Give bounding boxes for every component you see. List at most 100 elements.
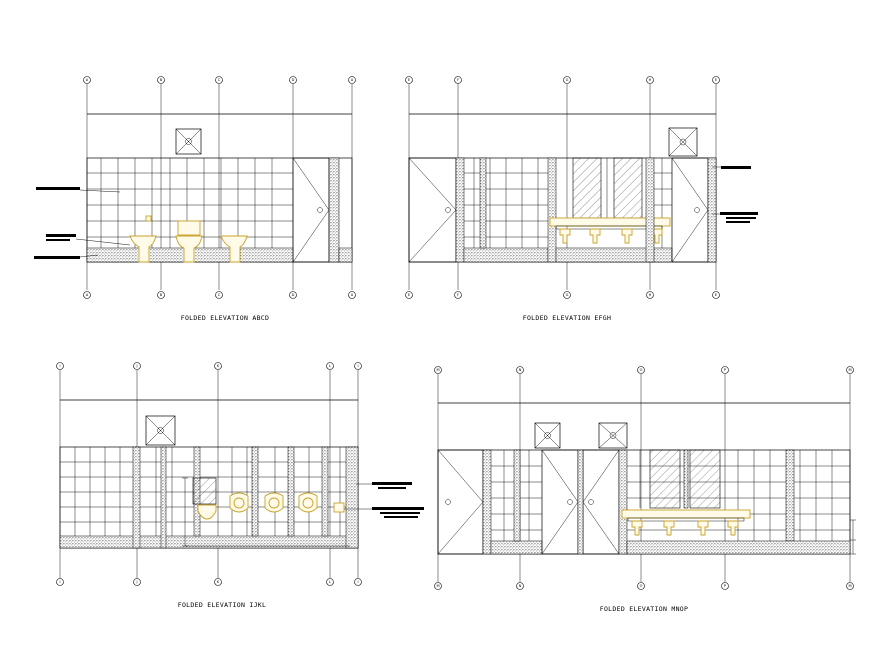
elevation-mnop: M N O P M M N O P M — [434, 366, 856, 613]
dado-band — [490, 540, 543, 555]
elevation-efgh: E F G H E E F G H E — [405, 76, 758, 322]
grid-bubble-label: G — [566, 293, 569, 297]
grid-bubble-label: J — [135, 364, 137, 368]
grid-bubble-label: F — [457, 78, 459, 82]
grid-bubble-label: N — [519, 584, 522, 588]
wall-strip — [479, 157, 487, 249]
elevation-title: FOLDED ELEVATION IJKL — [178, 601, 266, 609]
grid-bubble-label: M — [436, 584, 439, 588]
wall-column — [132, 446, 141, 549]
elevation-title: FOLDED ELEVATION EFGH — [523, 314, 611, 322]
soap-dispenser-icon — [333, 502, 345, 513]
grid-bubbles-abcd: A B C D A A B C D A — [83, 76, 356, 299]
vanity-counter-icon — [549, 217, 671, 244]
grid-bubbles-ijkl: I J K L I I J K L I — [56, 362, 362, 586]
grid-bubble-label: G — [566, 78, 569, 82]
door-icon — [582, 449, 620, 555]
grid-bubble-label: E — [408, 293, 411, 297]
wall-column — [455, 157, 465, 263]
exhaust-fan-icon — [145, 415, 176, 446]
wall-column — [160, 446, 167, 549]
grid-bubble-label: K — [217, 364, 220, 368]
grid-bubble-label: A — [86, 293, 89, 297]
water-closet-icon — [175, 220, 203, 263]
dado-band — [626, 540, 851, 555]
grid-bubble-label: I — [357, 364, 358, 368]
grid-bubble-label: O — [640, 584, 643, 588]
elevation-abcd: A B C D A A B C D A — [34, 76, 356, 322]
wall-strip — [287, 446, 295, 537]
wall-strip — [513, 449, 521, 542]
grid-bubble-label: E — [715, 78, 718, 82]
grid-bubble-label: F — [457, 293, 459, 297]
exhaust-fan-icon — [598, 422, 628, 449]
grid-bubble-label: A — [86, 78, 89, 82]
wall-tiles — [464, 158, 672, 248]
annotation-leaders — [34, 187, 131, 259]
grid-bubble-label: I — [59, 364, 60, 368]
wall-column — [577, 449, 584, 555]
vanity-counter-icon — [621, 509, 751, 536]
door-icon — [408, 157, 457, 263]
grid-bubbles-mnop: M N O P M M N O P M — [434, 366, 854, 590]
elevation-ijkl: I J K L I I J K L I — [56, 362, 424, 609]
exhaust-fan-icon — [175, 128, 202, 155]
urinal-icon — [298, 492, 318, 513]
urinal-icon — [264, 492, 284, 513]
grid-bubble-label: C — [218, 293, 221, 297]
mirror-icon — [649, 449, 721, 509]
mirror-divider — [683, 449, 689, 509]
dado-band — [555, 247, 673, 263]
water-closet-icon — [220, 235, 248, 263]
dimension-line — [850, 519, 856, 555]
elevation-title: FOLDED ELEVATION MNOP — [600, 605, 688, 613]
grid-bubble-label: J — [135, 580, 137, 584]
mirror-icon — [572, 157, 643, 219]
wall-column — [618, 449, 628, 555]
wall-strip — [785, 449, 795, 542]
grid-bubble-label: N — [519, 368, 522, 372]
grid-bubbles-efgh: E F G H E E F G H E — [405, 76, 720, 299]
wall-column — [645, 157, 655, 263]
grid-bubble-label: M — [436, 368, 439, 372]
grid-bubble-label: C — [218, 78, 221, 82]
annotation-leaders — [344, 482, 424, 518]
grid-bubble-label: A — [351, 293, 354, 297]
elevation-title: FOLDED ELEVATION ABCD — [181, 314, 269, 322]
grid-bubble-label: B — [160, 293, 163, 297]
wall-column — [707, 157, 717, 263]
wall-outline — [408, 157, 717, 263]
mirror-icon — [192, 477, 217, 505]
annotation-leaders — [712, 166, 758, 223]
grid-bubble-label: I — [357, 580, 358, 584]
exhaust-fan-icon — [668, 127, 698, 157]
door-icon — [292, 157, 330, 263]
grid-bubble-label: O — [640, 368, 643, 372]
grid-bubble-label: P — [724, 368, 727, 372]
grid-bubble-label: M — [848, 368, 851, 372]
dimension-line — [182, 477, 350, 547]
exhaust-fan-icon — [534, 422, 561, 449]
grid-bubble-label: H — [649, 293, 652, 297]
wall-column — [482, 449, 492, 555]
wall-column — [328, 157, 340, 263]
urinal-icon — [229, 492, 249, 513]
wall-column — [345, 446, 359, 549]
grid-bubble-label: D — [292, 293, 295, 297]
grid-bubble-label: A — [351, 78, 354, 82]
grid-bubble-label: P — [724, 584, 727, 588]
grid-bubble-label: L — [329, 364, 331, 368]
door-icon — [671, 157, 709, 263]
grid-bubble-label: L — [329, 580, 331, 584]
wall-column — [547, 157, 557, 263]
grid-bubble-label: M — [848, 584, 851, 588]
grid-bubble-label: I — [59, 580, 60, 584]
grid-bubble-label: K — [217, 580, 220, 584]
grid-bubble-label: D — [292, 78, 295, 82]
dado-band — [463, 247, 549, 263]
dado-band — [338, 247, 353, 263]
grid-bubble-label: E — [408, 78, 411, 82]
wash-basin-icon — [197, 504, 217, 520]
wall-outline — [86, 157, 353, 263]
